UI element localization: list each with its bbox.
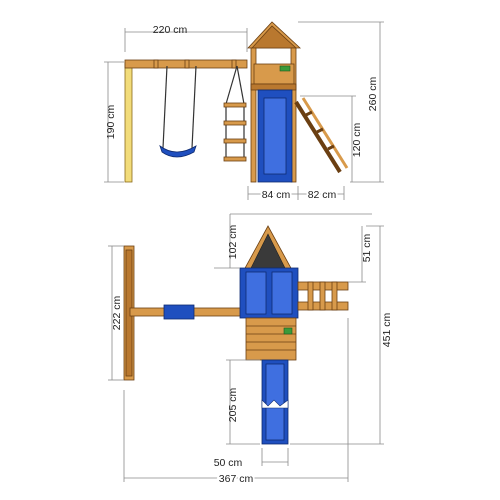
front-dimensions: 220 cm 190 cm 260 cm 120 cm 84 cm 82 cm [104, 21, 384, 203]
ladder-rung [223, 138, 247, 144]
top-view [123, 225, 349, 445]
dim-tower-width: 84 cm [262, 189, 291, 201]
telescope-plan [283, 327, 293, 335]
dim-ladder-depth: 82 cm [308, 189, 337, 201]
ladder-step [316, 127, 324, 134]
telescope [279, 65, 291, 72]
beam-bolt [184, 59, 190, 69]
slide-wave [261, 399, 289, 409]
ladder-rung [223, 120, 247, 126]
top-dimensions: 102 cm 222 cm 51 cm 451 cm 205 cm 50 cm … [108, 213, 393, 487]
beam-bolt [231, 59, 237, 69]
ladder-plan-step [331, 281, 338, 311]
ladder-rail [294, 100, 342, 174]
roof-plan-shade [249, 233, 287, 271]
rope-ladder-line [236, 65, 245, 105]
beam-bolt [153, 59, 159, 69]
ladder-step [327, 144, 335, 151]
ladder-rung [223, 156, 247, 162]
dim-total-width: 367 cm [219, 473, 254, 485]
roof-inner [251, 25, 298, 49]
dim-total-depth: 451 cm [381, 313, 393, 348]
ladder-step [305, 110, 313, 117]
dim-swing-height: 190 cm [105, 105, 117, 140]
swing-post [124, 61, 133, 183]
swing-rope [162, 65, 168, 149]
dim-ladder-side-depth: 51 cm [361, 233, 373, 262]
dim-platform-height: 120 cm [351, 123, 363, 158]
swing-rope [191, 65, 197, 149]
swing-seat [159, 144, 197, 158]
slide-bed [263, 97, 287, 175]
front-view [124, 21, 349, 183]
roof-panel [245, 271, 267, 315]
dim-roof-depth: 102 cm [227, 225, 239, 260]
dim-slide-width: 50 cm [214, 457, 243, 469]
platform-floor [250, 83, 297, 91]
swing-seat-plan [163, 304, 195, 320]
dim-swing-depth: 222 cm [111, 296, 123, 331]
dim-front-width: 220 cm [153, 24, 188, 36]
tower-post [250, 47, 257, 183]
roof-panel [271, 271, 293, 315]
platform-plan [245, 317, 297, 361]
ladder-plan-step [307, 281, 314, 311]
ladder-rung [223, 102, 247, 108]
ladder-plan-step [319, 281, 326, 311]
rope-ladder-line [225, 65, 238, 105]
ladder-rail [301, 97, 349, 169]
dim-slide-length: 205 cm [227, 388, 239, 423]
dim-total-height: 260 cm [367, 77, 379, 112]
